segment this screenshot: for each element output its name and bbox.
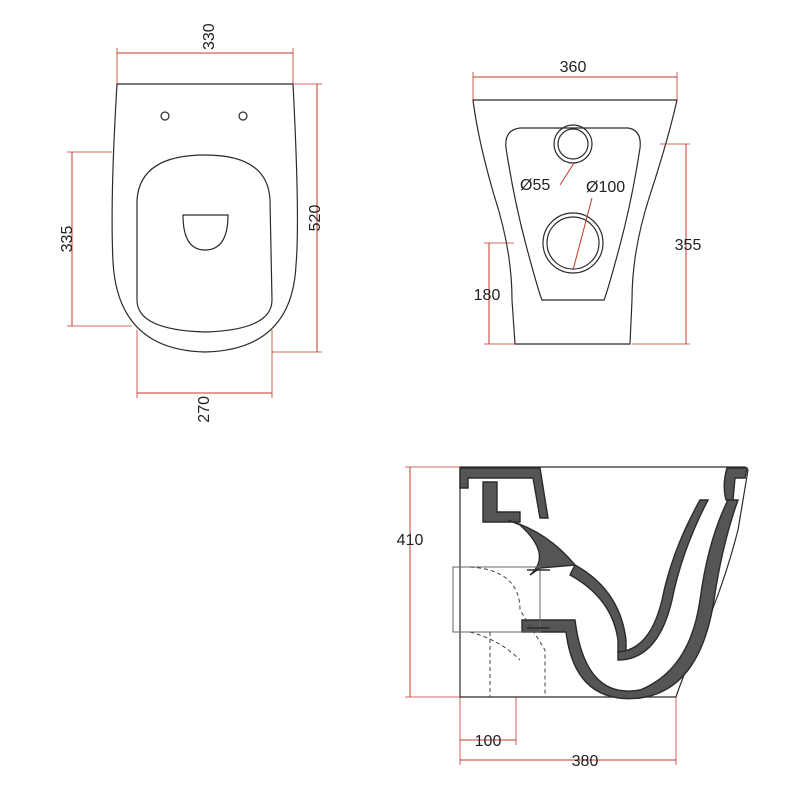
top-view-fixing-hole-right bbox=[238, 111, 248, 121]
dim-label-520: 520 bbox=[307, 205, 324, 232]
dim-label-360: 360 bbox=[560, 59, 587, 76]
dim-label-270: 270 bbox=[196, 396, 213, 423]
side-view-rim-right bbox=[723, 467, 748, 501]
top-view-bowl-opening bbox=[182, 214, 229, 251]
side-view-bracket bbox=[482, 481, 521, 523]
top-view-bowl-outline bbox=[111, 83, 299, 353]
rear-view-small-pipe-outer bbox=[553, 124, 593, 164]
rear-view-large-pipe-inner bbox=[546, 216, 600, 270]
side-view-rim-left bbox=[459, 467, 549, 519]
rear-view: Ø55 Ø100 360 355 180 bbox=[472, 59, 702, 345]
dim-label-355: 355 bbox=[675, 237, 702, 254]
rear-view-small-pipe-inner bbox=[557, 128, 589, 160]
dim-label-100: 100 bbox=[475, 733, 502, 750]
top-view-seat-outline bbox=[136, 154, 273, 333]
rear-view-cavity-outline bbox=[505, 127, 641, 301]
label-diameter-55: Ø55 bbox=[520, 177, 550, 194]
rear-view-body-outline bbox=[472, 99, 678, 345]
side-view: 410 100 380 bbox=[397, 466, 749, 770]
label-diameter-100: Ø100 bbox=[586, 179, 625, 196]
top-view: 330 520 335 270 bbox=[59, 23, 324, 423]
dim-label-180: 180 bbox=[474, 287, 501, 304]
rear-view-large-pipe-outer bbox=[542, 212, 604, 274]
side-view-outlet-dashed bbox=[469, 566, 546, 697]
side-view-trap-bend bbox=[521, 499, 739, 700]
side-view-trap-back-wall bbox=[617, 499, 710, 661]
dim-label-410: 410 bbox=[397, 532, 424, 549]
dim-label-330: 330 bbox=[201, 23, 218, 50]
dim-label-380: 380 bbox=[572, 753, 599, 770]
dim-label-335: 335 bbox=[59, 226, 76, 253]
top-view-fixing-hole-left bbox=[160, 111, 170, 121]
